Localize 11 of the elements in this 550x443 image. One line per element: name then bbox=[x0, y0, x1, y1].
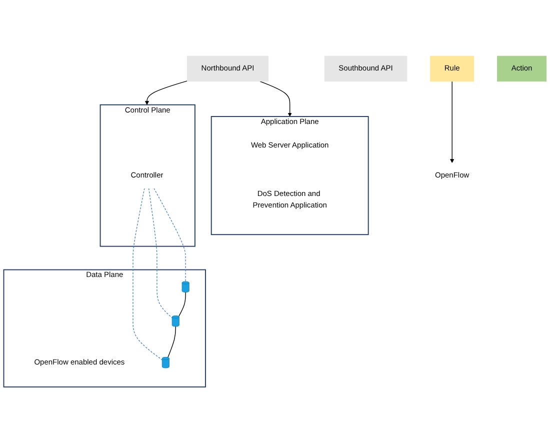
connector bbox=[132, 188, 162, 360]
node-cylinder bbox=[182, 281, 190, 292]
node-cylinder bbox=[172, 315, 180, 327]
connector bbox=[154, 188, 186, 282]
connector bbox=[148, 188, 172, 318]
arrow bbox=[450, 81, 454, 164]
arrow bbox=[260, 81, 292, 117]
connector bbox=[168, 326, 176, 358]
node-cylinder bbox=[162, 356, 170, 368]
arrow bbox=[144, 80, 188, 105]
connector bbox=[178, 292, 186, 317]
